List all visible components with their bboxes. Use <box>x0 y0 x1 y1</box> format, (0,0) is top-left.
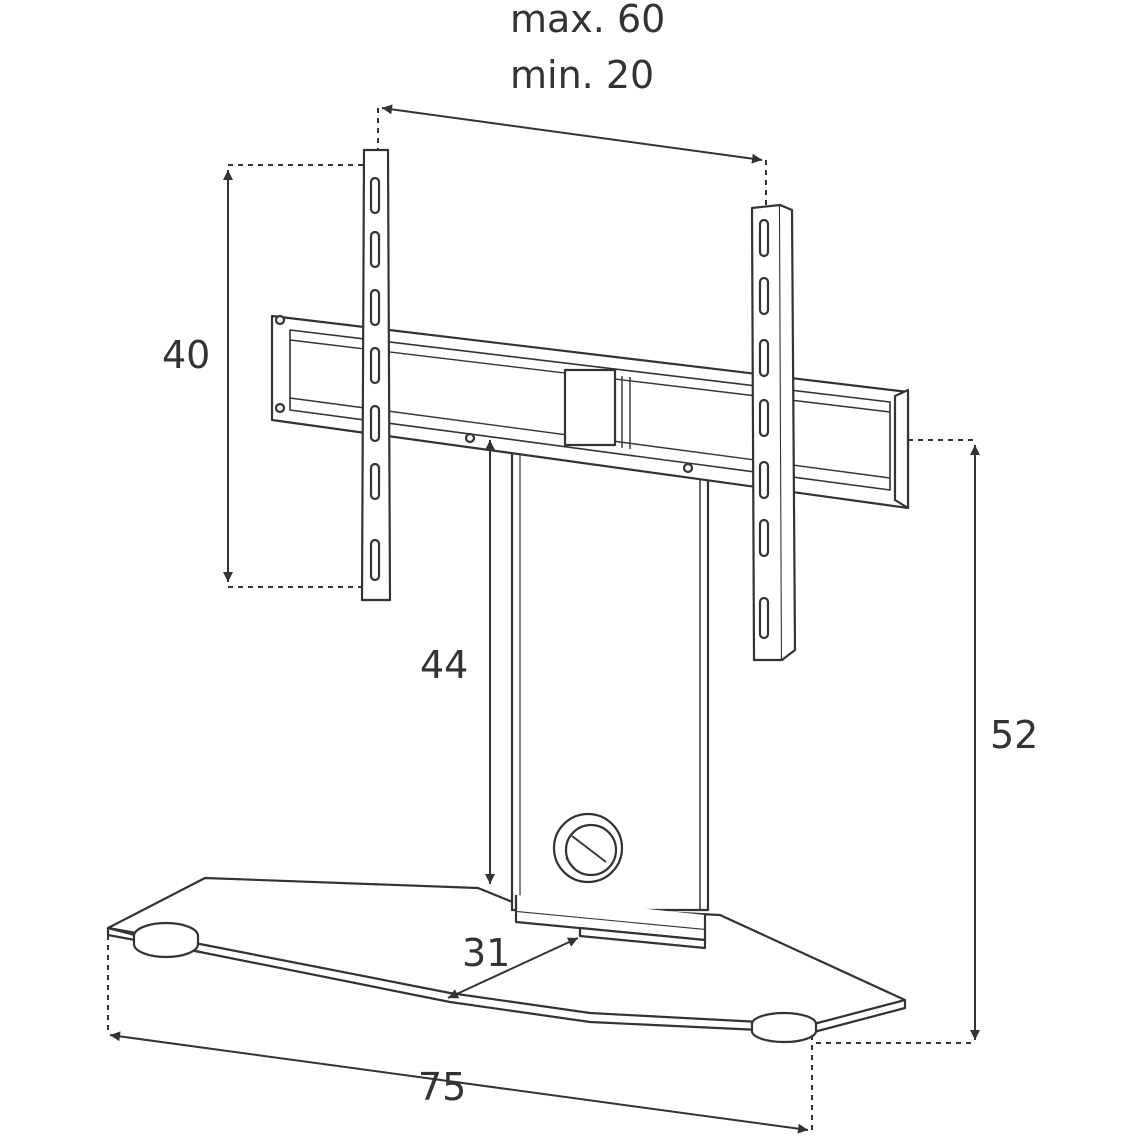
horizontal-rail <box>270 314 910 510</box>
bracket-height-label: 40 <box>162 333 211 377</box>
base-foot-right <box>750 1011 818 1044</box>
base-foot-left <box>132 921 200 959</box>
base-width-label: 75 <box>418 1065 467 1109</box>
width-min-label: min. 20 <box>510 53 655 97</box>
base-depth-label: 31 <box>462 931 511 975</box>
total-height-label: 52 <box>990 713 1039 757</box>
right-vertical-bracket <box>750 203 797 662</box>
left-vertical-bracket <box>360 148 392 602</box>
column-height-label: 44 <box>420 643 469 687</box>
cable-hole <box>552 812 624 884</box>
width-max-label: max. 60 <box>510 0 666 41</box>
